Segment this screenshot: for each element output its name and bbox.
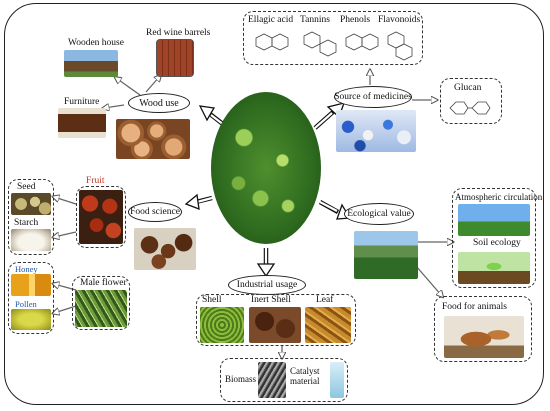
leaf-image [305,307,351,343]
furniture-label: Furniture [64,97,100,107]
shell-label: Shell [202,295,222,305]
chestnuts-image [134,228,196,270]
furniture-image [58,108,106,138]
pills-image [336,110,416,152]
soil-ecology-label: Soil ecology [473,238,521,248]
compounds-box [243,11,423,65]
male-flower-box [72,276,130,330]
seed-label: Seed [17,182,36,192]
shell-image [200,307,244,343]
honey-label: Honey [15,264,38,274]
ecological-value-node: Ecological value [344,203,414,225]
ecology-outcomes-box [452,188,536,288]
biomass-image [258,362,286,398]
inert-shell-label: Inert Shell [251,295,291,305]
compound-ellagic-acid: Ellagic acid [248,15,294,25]
catalyst-material-text: Catalyst material [290,366,320,386]
starch-image [11,229,51,251]
leaf-label: Leaf [316,295,334,305]
biomass-catalyst-box [220,358,348,402]
catalyst-material-label: Catalyst material [290,366,330,387]
red-wine-barrels-image [156,39,194,77]
fruit-box [76,186,126,248]
inert-shell-image [249,307,301,343]
honey-image [11,274,51,296]
male-flower-image [75,290,127,327]
chemical-structures-icon [255,31,413,61]
biomass-label: Biomass [225,374,257,384]
food-for-animals-label: Food for animals [442,302,507,312]
source-of-medicines-node: Source of medicines [334,86,412,108]
glucan-box [440,78,502,124]
compound-tannins: Tannins [300,15,330,25]
pollen-image [11,309,51,330]
honey-pollen-box [8,262,54,334]
wood-logs-image [116,119,190,159]
compound-flavonoids: Flavonoids [378,15,421,25]
wood-use-node: Wood use [128,93,190,113]
soil-ecology-image [458,252,530,284]
diagram-frame [4,3,544,405]
industrial-materials-box [196,294,356,346]
industrial-usage-node: Industrial usage [228,275,306,295]
seed-image [11,193,51,215]
food-for-animals-box [434,296,532,362]
starch-label: Starch [14,218,39,228]
chestnut-tree-image [211,92,321,244]
forest-mountain-image [354,231,418,279]
fruit-image [79,190,123,244]
seed-starch-box [8,179,54,255]
red-wine-barrels-label: Red wine barrels [146,28,211,38]
atmospheric-circulation-label: Atmospheric circulation [455,192,543,202]
glucan-structure-icon [449,101,491,115]
squirrel-image [444,316,524,358]
atmospheric-circulation-image [458,204,530,236]
compound-phenols: Phenols [340,15,371,25]
male-flower-label: Male flower [80,278,127,288]
glucan-label: Glucan [454,83,482,93]
pollen-label: Pollen [15,299,37,309]
wooden-house-image [64,50,118,77]
catalyst-material-image [330,362,344,398]
fruit-label: Fruit [86,176,105,186]
wooden-house-label: Wooden house [68,38,124,48]
food-science-node: Food science [128,202,182,222]
